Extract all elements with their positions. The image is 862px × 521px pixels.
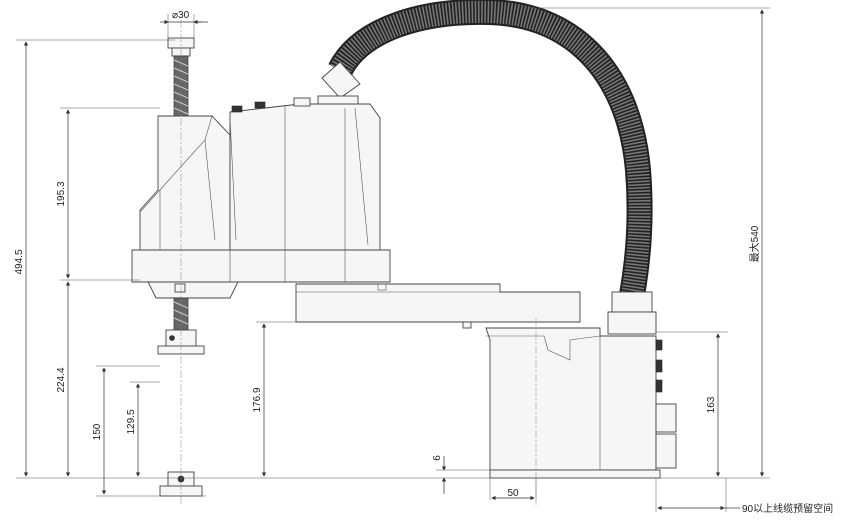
dim-flange-height-2: 129.5 xyxy=(126,409,137,434)
dim-lower-section: 224.4 xyxy=(56,367,67,392)
dim-upper-section: 195.3 xyxy=(56,181,67,206)
dim-flange-height: 150 xyxy=(92,423,103,440)
robot-base xyxy=(485,327,677,479)
dim-base-plate: 6 xyxy=(432,455,443,461)
dim-total-height: 494.5 xyxy=(14,249,25,274)
cable-connector-bottom xyxy=(607,291,657,335)
dim-arm-height: 176.9 xyxy=(252,387,263,412)
dim-base-height: 163 xyxy=(706,396,717,413)
dim-base-width: 50 xyxy=(507,488,519,499)
robot-body xyxy=(131,97,391,299)
second-arm xyxy=(295,283,581,329)
cable-hose xyxy=(328,0,653,298)
extension-lines xyxy=(16,7,770,512)
dimension-lines xyxy=(23,9,765,511)
dim-cable-height: 最大540 xyxy=(748,225,761,262)
dim-cable-space-note: 90以上线缆预留空间 xyxy=(742,502,833,515)
dim-shaft-diameter: ⌀30 xyxy=(172,10,190,21)
